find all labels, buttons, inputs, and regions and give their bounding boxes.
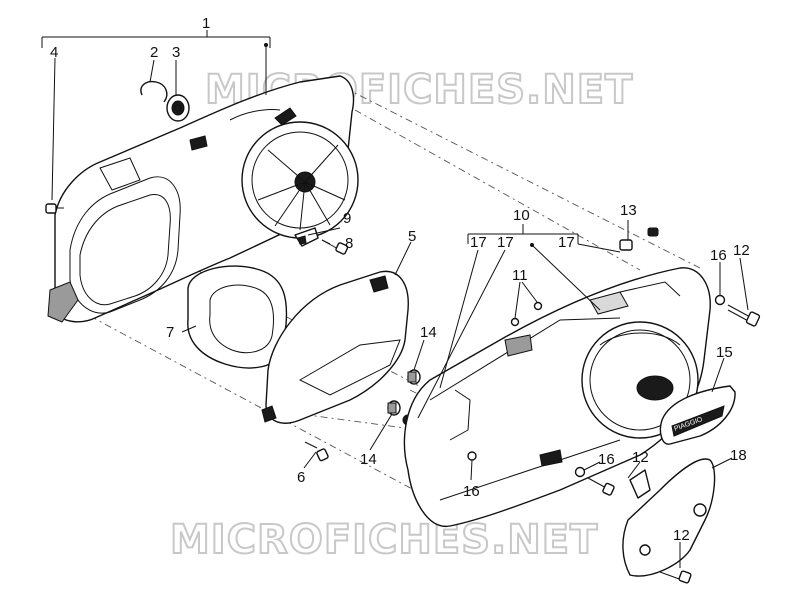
callout-5: 5 <box>408 228 416 245</box>
callout-9: 9 <box>343 210 351 227</box>
piaggio-badge: PIAGGIO <box>659 385 736 445</box>
callout-14-upper: 14 <box>420 324 437 341</box>
filter-cover-plate <box>261 270 409 424</box>
callout-10: 10 <box>513 207 530 224</box>
callout-12-mid: 12 <box>632 449 649 466</box>
bearing <box>166 94 190 122</box>
screw-4 <box>45 203 64 214</box>
washer-16-mid <box>574 466 586 478</box>
group-bracket-10 <box>417 224 621 419</box>
callout-14-lower: 14 <box>360 451 377 468</box>
callout-17-right: 17 <box>558 234 575 251</box>
callout-15: 15 <box>716 344 733 361</box>
callout-2: 2 <box>150 44 158 61</box>
bushing-lower <box>387 400 401 416</box>
callout-1: 1 <box>202 15 210 32</box>
callout-12-bottom: 12 <box>673 527 690 544</box>
callout-13: 13 <box>620 202 637 219</box>
leader-lines <box>181 220 749 568</box>
circlip <box>140 80 168 103</box>
fastener-16-cover <box>467 451 477 461</box>
nuts-11 <box>510 301 543 327</box>
callout-3: 3 <box>172 44 180 61</box>
callout-labels: 1 2 3 4 5 6 7 8 9 10 11 12 12 12 13 14 1… <box>50 15 750 544</box>
filter-ring <box>187 265 288 369</box>
bolt-12-top <box>727 304 761 327</box>
callout-16-bottom: 16 <box>463 483 480 500</box>
bushing-upper <box>407 369 421 385</box>
callout-17-center: 17 <box>497 234 514 251</box>
watermark-bottom: MICROFICHES.NET <box>170 517 598 563</box>
callout-6: 6 <box>297 469 305 486</box>
callout-12-top: 12 <box>733 242 750 259</box>
callout-11: 11 <box>512 267 528 284</box>
callout-8: 8 <box>345 235 353 252</box>
callout-4: 4 <box>50 44 58 61</box>
callout-17-left: 17 <box>470 234 487 251</box>
bracket-18 <box>622 458 716 577</box>
washer-16-top <box>714 294 726 306</box>
screw-6 <box>304 441 329 462</box>
screw-13 <box>619 227 659 251</box>
group-bracket-1 <box>41 30 271 201</box>
bolt-12-mid <box>587 477 615 496</box>
callout-16-top: 16 <box>710 247 727 264</box>
clip-9 <box>294 227 319 247</box>
callout-18: 18 <box>730 447 747 464</box>
outer-cover-left <box>47 75 359 323</box>
callout-7: 7 <box>166 324 174 341</box>
callout-16-mid: 16 <box>598 451 615 468</box>
bolt-12-bottom <box>659 570 692 584</box>
